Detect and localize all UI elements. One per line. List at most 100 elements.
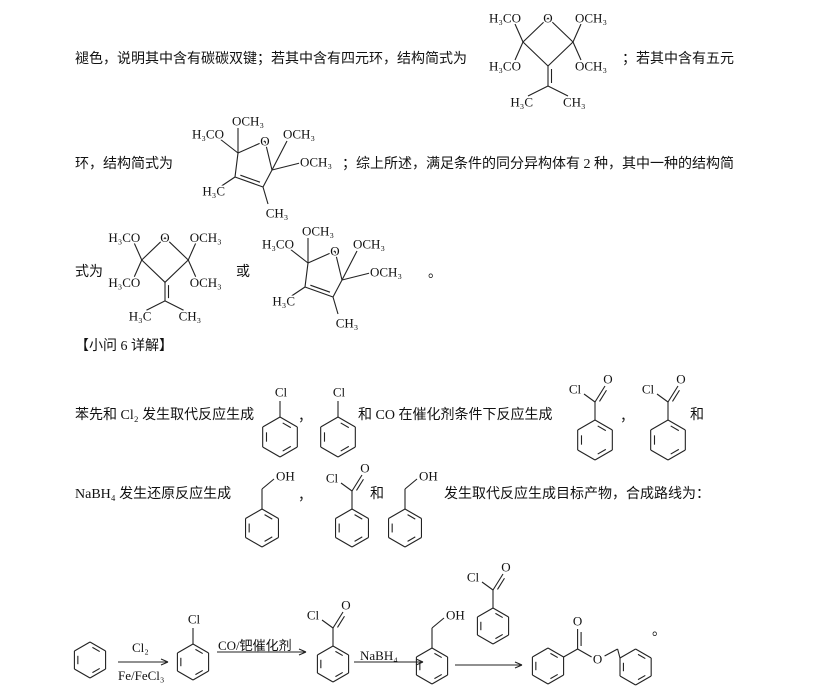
benzene-ring-bond	[532, 674, 549, 685]
reagent-label: CO/钯催化剂	[218, 638, 292, 653]
bond	[133, 259, 143, 277]
atom-label: OCH₃	[232, 114, 264, 129]
benzene-ring-bond	[282, 445, 292, 452]
benzene-ring-bond	[340, 422, 350, 429]
bond	[141, 237, 166, 261]
atom-label: OCH₃	[353, 237, 385, 252]
atom-label: O	[260, 134, 269, 149]
bond	[164, 300, 184, 311]
benzene-ring-bond	[264, 536, 273, 542]
bond	[219, 138, 239, 154]
text-line: ，	[298, 489, 312, 504]
atom-label: Cl	[307, 608, 320, 623]
benzene-ring-bond	[404, 537, 422, 548]
catalyst-label: Fe/FeCl₃	[118, 668, 165, 683]
atom-label: O	[341, 598, 350, 613]
benzene-ring-bond	[320, 446, 339, 458]
atom-label: O	[676, 372, 685, 387]
benzene-ring-bond	[597, 448, 607, 455]
benzene-ring-bond	[192, 670, 209, 681]
benzene-ring-bond	[637, 653, 646, 660]
atom-label: OCH₃	[283, 127, 315, 142]
benzene-ring-bond	[89, 668, 106, 679]
text-line: 褪色，说明其中含有碳碳双键；若其中含有四元环，结构简式为	[75, 52, 467, 67]
atom-label: O	[593, 652, 602, 667]
bond	[341, 272, 371, 281]
bond	[431, 617, 445, 629]
benzene-ring-bond	[262, 416, 281, 428]
bond	[304, 262, 309, 288]
bond	[547, 41, 574, 67]
benzene-ring-bond	[431, 674, 448, 685]
atom-label: Cl	[569, 382, 582, 397]
atom-label: OCH₃	[575, 11, 607, 26]
double-bond	[667, 385, 679, 403]
benzene-ring-bond	[597, 425, 607, 432]
benzene-ring-bond	[261, 537, 279, 548]
atom-label: H₃C	[272, 294, 295, 309]
benzene-ring-bond	[92, 667, 101, 674]
bond	[572, 23, 582, 43]
benzene-ring-bond	[577, 449, 596, 461]
benzene-ring-bond	[431, 647, 448, 658]
double-bond	[351, 474, 363, 492]
benzene-ring-bond	[477, 634, 494, 645]
atom-label: Cl	[188, 612, 201, 627]
bond	[341, 250, 358, 281]
benzene-ring-bond	[335, 537, 353, 548]
benzene-ring-bond	[332, 672, 349, 683]
atom-label: Cl	[467, 570, 480, 585]
double-bond	[497, 577, 505, 590]
bond	[572, 41, 582, 61]
bond	[271, 162, 301, 171]
atom-label: OCH₃	[302, 224, 334, 239]
section-heading: 【小问 6 详解】	[75, 339, 173, 354]
double-bond	[332, 611, 344, 629]
benzene-ring-bond	[245, 508, 263, 519]
double-bond	[492, 573, 504, 591]
text-line: ；综上所述，满足条件的同分异构体有 2 种，其中一种的结构简	[342, 157, 734, 172]
text-line: NaBH₄ 发生还原反应生成	[75, 487, 232, 502]
bond	[404, 478, 418, 490]
benzene-ring-bond	[407, 514, 416, 520]
bond	[262, 169, 273, 188]
benzene-ring-bond	[532, 647, 549, 658]
benzene-ring-bond	[495, 612, 504, 619]
benzene-ring-bond	[495, 633, 504, 640]
benzene-ring-bond	[337, 416, 356, 428]
text-line: 式为	[75, 265, 103, 280]
benzene-ring-bond	[74, 641, 91, 652]
bond	[617, 648, 621, 659]
reagent-label: Cl₂	[132, 640, 149, 655]
benzene-ring-bond	[650, 449, 669, 461]
bond	[237, 140, 266, 154]
text-line: 和 CO 在催化剂条件下反应生成	[358, 408, 553, 423]
bond	[547, 85, 569, 97]
atom-label: O	[160, 230, 169, 245]
atom-label: OCH₃	[190, 230, 222, 245]
benzene-ring-bond	[492, 607, 509, 618]
atom-label: Cl	[333, 385, 346, 400]
double-bond	[337, 615, 345, 628]
benzene-ring-bond	[416, 647, 433, 658]
benzene-ring-bond	[434, 652, 443, 659]
bond	[656, 393, 669, 403]
atom-label: O	[360, 461, 369, 476]
benzene-ring-bond	[492, 634, 509, 645]
text-line: ；若其中含有五元	[622, 52, 734, 67]
benzene-ring-bond	[635, 648, 652, 659]
bond	[321, 619, 334, 629]
bond	[164, 237, 189, 261]
double-bond	[304, 286, 334, 298]
bond	[481, 581, 494, 591]
benzene-ring-bond	[92, 646, 101, 653]
bond	[141, 259, 166, 283]
bond	[522, 17, 549, 43]
atom-label: OCH₃	[370, 265, 402, 280]
atom-label: CH₃	[266, 206, 289, 221]
atom-label: O	[543, 11, 552, 26]
atom-label: OCH₃	[190, 275, 222, 290]
reaction-arrow	[514, 664, 523, 669]
reaction-arrow	[298, 651, 307, 656]
